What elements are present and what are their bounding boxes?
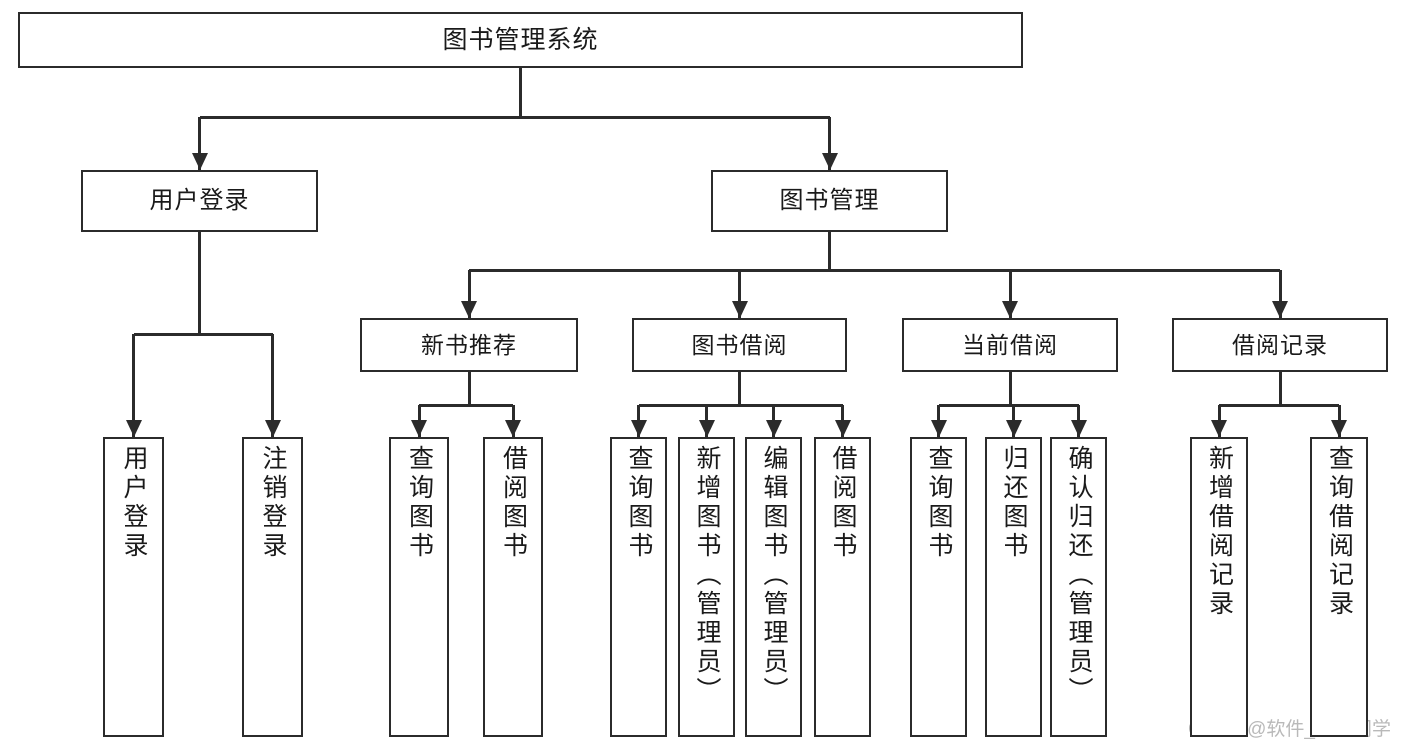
node-label: 查询借阅记录 bbox=[1325, 445, 1354, 619]
node-borrow-book[interactable]: 借阅图书 bbox=[814, 437, 871, 737]
node-label: 查询图书 bbox=[625, 445, 653, 561]
arrowhead-icon bbox=[461, 301, 477, 318]
node-label: 借阅记录 bbox=[1232, 331, 1328, 358]
node-query-book[interactable]: 查询图书 bbox=[610, 437, 667, 737]
node-query-book[interactable]: 查询图书 bbox=[389, 437, 449, 737]
arrowhead-icon bbox=[1070, 420, 1087, 437]
node-label: 图书管理 bbox=[779, 187, 880, 215]
connector-horizontal bbox=[133, 332, 273, 336]
connector-horizontal bbox=[419, 403, 513, 407]
node-query-book[interactable]: 查询图书 bbox=[910, 437, 967, 737]
connector-vertical bbox=[1008, 372, 1012, 405]
node-borrow-record[interactable]: 借阅记录 bbox=[1172, 318, 1388, 372]
node-book-borrow[interactable]: 图书借阅 bbox=[632, 318, 847, 372]
node-label: 借阅图书 bbox=[829, 445, 857, 561]
node-label: 图书借阅 bbox=[691, 331, 788, 358]
connector-vertical bbox=[738, 270, 741, 318]
connector-horizontal bbox=[638, 403, 843, 407]
node-label: 确认归还（管理员） bbox=[1065, 445, 1093, 706]
connector-vertical bbox=[132, 334, 135, 437]
arrowhead-icon bbox=[1331, 420, 1347, 437]
node-current-borrow[interactable]: 当前借阅 bbox=[902, 318, 1118, 372]
arrowhead-icon bbox=[1002, 301, 1018, 318]
arrowhead-icon bbox=[930, 420, 947, 437]
connector-vertical bbox=[271, 334, 274, 437]
connector-vertical bbox=[738, 372, 741, 405]
node-new-book-recommend[interactable]: 新书推荐 bbox=[360, 318, 578, 372]
node-label: 新增图书（管理员） bbox=[693, 445, 721, 706]
connector-vertical bbox=[198, 232, 201, 334]
connector-horizontal bbox=[1219, 403, 1339, 407]
node-label: 新书推荐 bbox=[421, 331, 517, 358]
connector-vertical bbox=[467, 270, 471, 318]
arrowhead-icon bbox=[630, 420, 647, 437]
node-confirm-return-admin[interactable]: 确认归还（管理员） bbox=[1050, 437, 1107, 737]
node-label: 新增借阅记录 bbox=[1205, 445, 1234, 619]
connector-vertical bbox=[198, 117, 201, 170]
node-label: 用户登录 bbox=[120, 445, 148, 561]
arrowhead-icon bbox=[1211, 420, 1227, 437]
node-label: 借阅图书 bbox=[499, 445, 528, 561]
node-book-management-system[interactable]: 图书管理系统 bbox=[18, 12, 1023, 68]
arrowhead-icon bbox=[125, 420, 142, 437]
arrowhead-icon bbox=[191, 153, 208, 170]
connector-vertical bbox=[1278, 270, 1282, 318]
node-logout[interactable]: 注销登录 bbox=[242, 437, 303, 737]
node-user-login[interactable]: 用户登录 bbox=[81, 170, 318, 232]
connector-vertical bbox=[1008, 270, 1012, 318]
arrowhead-icon bbox=[731, 301, 748, 318]
connector-vertical bbox=[467, 372, 471, 405]
node-query-borrow-record[interactable]: 查询借阅记录 bbox=[1310, 437, 1368, 737]
connector-horizontal bbox=[469, 268, 1280, 272]
arrowhead-icon bbox=[264, 420, 281, 437]
node-label: 当前借阅 bbox=[962, 331, 1058, 358]
node-add-borrow-record[interactable]: 新增借阅记录 bbox=[1190, 437, 1248, 737]
arrowhead-icon bbox=[1005, 420, 1022, 437]
node-borrow-book[interactable]: 借阅图书 bbox=[483, 437, 543, 737]
connector-horizontal bbox=[938, 403, 1079, 407]
node-edit-book-admin[interactable]: 编辑图书（管理员） bbox=[745, 437, 802, 737]
node-label: 归还图书 bbox=[1000, 445, 1028, 561]
connector-vertical bbox=[828, 117, 831, 170]
node-label: 图书管理系统 bbox=[442, 25, 599, 54]
node-label: 查询图书 bbox=[405, 445, 434, 561]
arrowhead-icon bbox=[821, 153, 838, 170]
node-label: 查询图书 bbox=[925, 445, 953, 561]
node-user-login[interactable]: 用户登录 bbox=[103, 437, 164, 737]
arrowhead-icon bbox=[505, 420, 521, 437]
node-add-book-admin[interactable]: 新增图书（管理员） bbox=[678, 437, 735, 737]
arrowhead-icon bbox=[698, 420, 715, 437]
node-return-book[interactable]: 归还图书 bbox=[985, 437, 1042, 737]
node-book-management[interactable]: 图书管理 bbox=[711, 170, 948, 232]
node-label: 用户登录 bbox=[149, 187, 250, 215]
connector-vertical bbox=[828, 232, 831, 270]
arrowhead-icon bbox=[411, 420, 427, 437]
connector-vertical bbox=[1278, 372, 1282, 405]
arrowhead-icon bbox=[1272, 301, 1288, 318]
connector-horizontal bbox=[199, 115, 830, 119]
node-label: 编辑图书（管理员） bbox=[760, 445, 788, 706]
arrowhead-icon bbox=[765, 420, 782, 437]
node-label: 注销登录 bbox=[259, 445, 287, 561]
connector-vertical bbox=[519, 68, 522, 117]
arrowhead-icon bbox=[834, 420, 851, 437]
